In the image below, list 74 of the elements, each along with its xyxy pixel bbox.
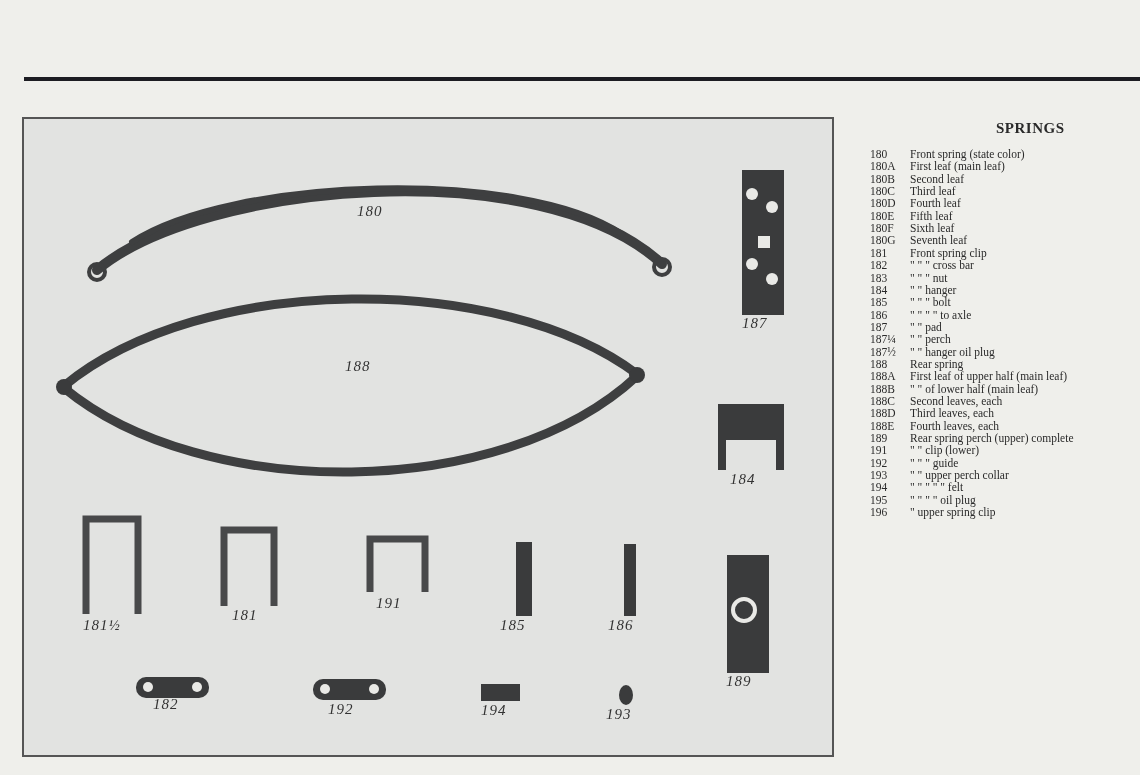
part-number: 187 (742, 315, 768, 332)
part-number-cell: 188B (870, 382, 895, 395)
part-number-cell: 189 (870, 432, 888, 445)
section-heading: SPRINGS (996, 120, 1065, 137)
part-description-cell: " " perch (910, 333, 951, 346)
part-description-cell: " " hanger (910, 283, 957, 296)
part-number-cell: 184 (870, 283, 888, 296)
part-description-cell: " " " " to axle (910, 308, 972, 321)
part-number: 184 (730, 471, 756, 488)
part-number: 194 (481, 702, 507, 719)
part-description-cell: " " " guide (910, 456, 959, 469)
part-number-cell: 181 (870, 246, 888, 259)
part-number: 188 (345, 358, 371, 375)
part-number-cell: 196 (870, 506, 888, 519)
part-number-cell: 180 (870, 148, 888, 160)
part-description-cell: Front spring clip (910, 246, 987, 259)
part-description-cell: First leaf of upper half (main leaf) (910, 370, 1068, 383)
part-description-cell: Fourth leaves, each (910, 419, 1000, 432)
part-number-cell: 180F (870, 222, 894, 235)
part-number-cell: 183 (870, 271, 888, 284)
part-number: 191 (376, 595, 402, 612)
part-description-cell: " upper spring clip (910, 506, 996, 519)
part-number-cell: 191 (870, 444, 888, 457)
part-number-cell: 187½ (870, 345, 896, 358)
part-number-cell: 185 (870, 296, 888, 309)
part-description-cell: Front spring (state color) (910, 148, 1025, 160)
part-number-cell: 180A (870, 160, 896, 173)
part-description-cell: Third leaves, each (910, 407, 994, 420)
part-number-cell: 194 (870, 481, 888, 494)
part-description-cell: " " upper perch collar (910, 469, 1009, 482)
part-number-cell: 188A (870, 370, 896, 383)
part-description-cell: Fifth leaf (910, 209, 953, 222)
part-description-cell: First leaf (main leaf) (910, 160, 1005, 173)
part-description-cell: " " clip (lower) (910, 444, 980, 457)
part-number-cell: 187 (870, 320, 888, 333)
part-number-cell: 186 (870, 308, 888, 321)
part-number: 181½ (83, 617, 121, 634)
part-description-cell: " " " " " felt (910, 481, 964, 494)
part-description-cell: " " of lower half (main leaf) (910, 382, 1039, 395)
part-description-cell: " " " nut (910, 271, 948, 284)
part-number: 185 (500, 617, 526, 634)
part-number: 189 (726, 673, 752, 690)
part-description-cell: " " pad (910, 320, 942, 333)
part-description-cell: " " " bolt (910, 296, 951, 309)
part-number: 186 (608, 617, 634, 634)
part-description-cell: Second leaves, each (910, 395, 1003, 407)
part-number-cell: 188C (870, 395, 895, 407)
part-description-cell: Fourth leaf (910, 197, 961, 210)
part-number-cell: 188 (870, 357, 888, 370)
part-number-cell: 188D (870, 407, 896, 420)
part-number-cell: 188E (870, 419, 895, 432)
part-number: 180 (357, 203, 383, 220)
part-number-cell: 192 (870, 456, 888, 469)
part-number-cell: 195 (870, 493, 888, 506)
part-description-cell: " " " cross bar (910, 259, 974, 272)
part-number-cell: 180E (870, 209, 895, 222)
part-description-cell: Seventh leaf (910, 234, 968, 247)
part-description-cell: " " hanger oil plug (910, 345, 995, 358)
part-number-cell: 180C (870, 185, 895, 198)
part-description-cell: Sixth leaf (910, 222, 955, 235)
part-description-cell: Third leaf (910, 185, 956, 198)
part-number-cell: 182 (870, 259, 888, 272)
part-description-cell: Second leaf (910, 172, 964, 185)
part-number-cell: 180G (870, 234, 896, 247)
part-number-cell: 180D (870, 197, 896, 210)
part-number-cell: 193 (870, 469, 888, 482)
part-number: 181 (232, 607, 258, 624)
part-number: 193 (606, 706, 632, 723)
part-number: 192 (328, 701, 354, 718)
part-number: 182 (153, 696, 179, 713)
part-number-cell: 180B (870, 172, 895, 185)
part-number-cell: 187¼ (870, 333, 896, 346)
part-description-cell: " " " " oil plug (910, 493, 976, 506)
part-description-cell: Rear spring perch (upper) complete (910, 432, 1074, 445)
